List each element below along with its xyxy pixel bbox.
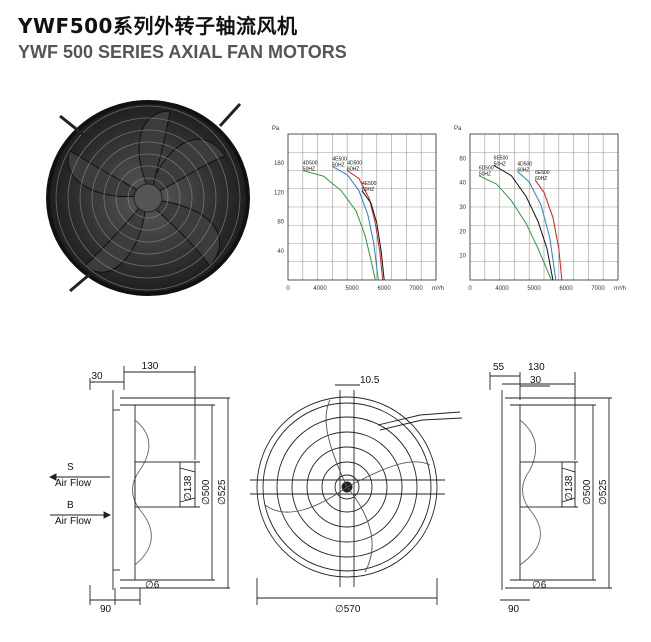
axial-fan-photo-icon [46, 100, 250, 296]
plot-frame [469, 133, 619, 281]
hole-right: ∅6 [532, 580, 547, 591]
plot-frame [287, 133, 437, 281]
y-tick-label: 60 [459, 156, 466, 162]
title-chinese: YWF500系列外转子轴流风机 [18, 14, 298, 38]
series-label: 50HZ [332, 162, 344, 168]
x-tick-label: 7000 [409, 286, 423, 292]
flow-s-letter: S [67, 462, 74, 473]
y-tick-label: 120 [274, 190, 285, 196]
series-label: 4D500 [347, 161, 362, 167]
series-label: 60HZ [517, 168, 529, 174]
series-label: 4E500 [332, 156, 347, 162]
series-label: 60HZ [362, 187, 374, 193]
dim-right-55: 55 [493, 362, 505, 373]
x-tick-label: 4000 [495, 286, 509, 292]
x-tick-label: 6000 [377, 286, 391, 292]
x-tick-label: 7000 [591, 286, 605, 292]
series-line [478, 175, 552, 281]
y-tick-label: 30 [459, 205, 466, 211]
dim-left-30: 30 [91, 371, 103, 382]
dim-right-130: 130 [528, 362, 545, 373]
series-line [302, 170, 376, 281]
series-label: 6E500 [494, 155, 509, 161]
y-tick-label: 80 [277, 220, 284, 226]
dim-left-90: 90 [100, 604, 112, 615]
side-view-right [489, 372, 612, 601]
y-tick-label: 40 [459, 181, 466, 187]
performance-chart-6-pole: Pa m³/h 10 20 30 40 60 0 4000 5000 6000 7000 6D50050… [454, 126, 626, 292]
y-tick-label: 20 [459, 229, 466, 235]
flow-s-label: Air Flow [55, 478, 92, 489]
dia-front-570: ∅570 [335, 604, 361, 615]
series-label: 50HZ [303, 167, 315, 173]
series-line [332, 165, 379, 281]
side-view-left [48, 366, 230, 605]
series-label: 6D500 [479, 166, 494, 172]
dimension-drawings: 130 30 S Air Flow B Air Flow ∅138 ∅500 ∅… [48, 361, 612, 615]
flow-b-label: Air Flow [55, 516, 92, 527]
y-tick-label: 40 [277, 249, 284, 255]
dia-blade-right: ∅500 [582, 479, 593, 505]
series-line [346, 170, 384, 281]
title-english: YWF 500 SERIES AXIAL FAN MOTORS [18, 42, 347, 62]
series-label: 60HZ [535, 176, 547, 182]
series-line [534, 179, 563, 281]
series-line [517, 171, 557, 281]
dim-right-90: 90 [508, 604, 520, 615]
series-label: 60HZ [347, 167, 359, 173]
dim-front-10-5: 10.5 [360, 375, 380, 386]
dia-guard-left: ∅525 [217, 479, 228, 505]
hole-left: ∅6 [145, 580, 160, 591]
dia-guard-right: ∅525 [598, 479, 609, 505]
series-label: 4D500 [303, 161, 318, 167]
series-line [493, 164, 554, 281]
y-tick-label: 160 [274, 161, 285, 167]
y-axis-label: Pa [272, 126, 280, 132]
series-label: 50HZ [479, 172, 491, 178]
dia-hub-left: ∅138 [183, 475, 194, 501]
x-tick-label: 5000 [527, 286, 541, 292]
series-label: 50HZ [494, 161, 506, 167]
dia-hub-right: ∅138 [564, 475, 575, 501]
series-label: 6E500 [535, 170, 550, 176]
y-tick-label: 10 [459, 254, 466, 260]
x-tick-label: 0 [286, 286, 290, 292]
x-tick-label: 5000 [345, 286, 359, 292]
series-label: 4E500 [362, 181, 377, 187]
series-label: 4D500 [517, 162, 532, 168]
flow-b-letter: B [67, 500, 74, 511]
series-line [361, 190, 385, 281]
x-tick-label: 0 [468, 286, 472, 292]
x-axis-label: m³/h [432, 286, 444, 292]
dim-left-130: 130 [142, 361, 159, 372]
x-tick-label: 4000 [313, 286, 327, 292]
front-view [250, 384, 463, 605]
dia-blade-left: ∅500 [201, 479, 212, 505]
y-axis-label: Pa [454, 126, 462, 132]
dim-right-30: 30 [530, 375, 542, 386]
x-axis-label: m³/h [614, 286, 626, 292]
x-tick-label: 6000 [559, 286, 573, 292]
